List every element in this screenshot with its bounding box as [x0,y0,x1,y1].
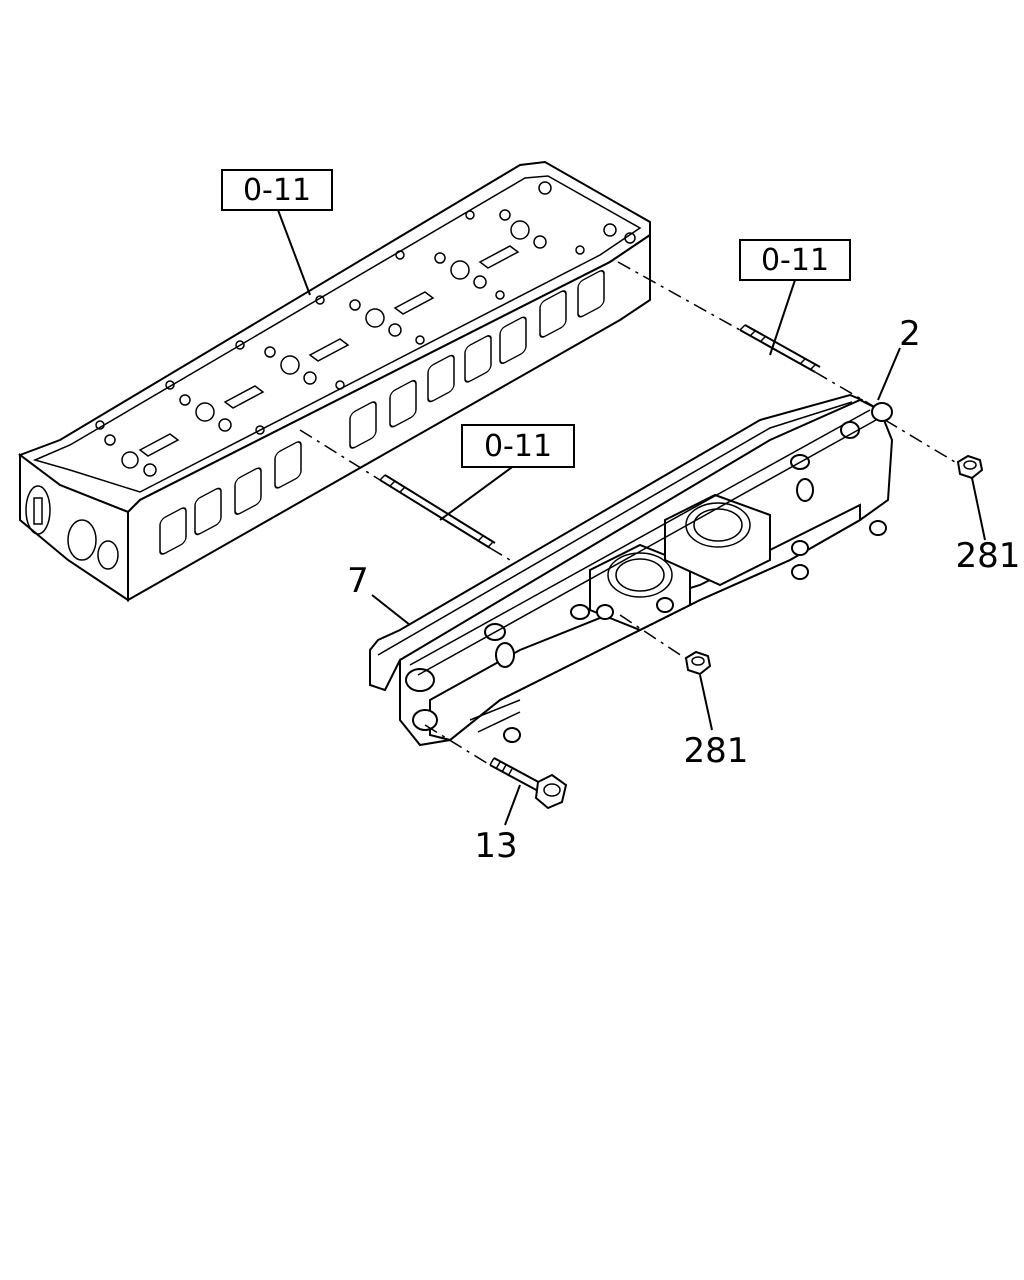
stud-front [299,429,531,573]
reference-label: 0-11 [761,243,829,278]
callout-nut-center[interactable]: 281 [684,731,749,771]
nut-center [619,614,712,676]
stud-rear [617,261,881,411]
exhaust-manifold [399,398,894,747]
reference-box-stud-front[interactable]: 0-11 [461,424,575,468]
cylinder-head [17,160,651,602]
nut-right [884,419,984,480]
reference-box-head[interactable]: 0-11 [221,169,333,211]
reference-label: 0-11 [484,429,552,464]
leader-lines [277,209,986,826]
reference-label: 0-11 [243,173,311,208]
callout-nut-right[interactable]: 281 [956,536,1021,576]
flange-bolt [424,724,568,810]
callout-manifold[interactable]: 2 [899,314,921,354]
callout-gasket[interactable]: 7 [347,561,369,601]
reference-box-stud-rear[interactable]: 0-11 [739,239,851,281]
callout-bolt[interactable]: 13 [474,826,517,866]
